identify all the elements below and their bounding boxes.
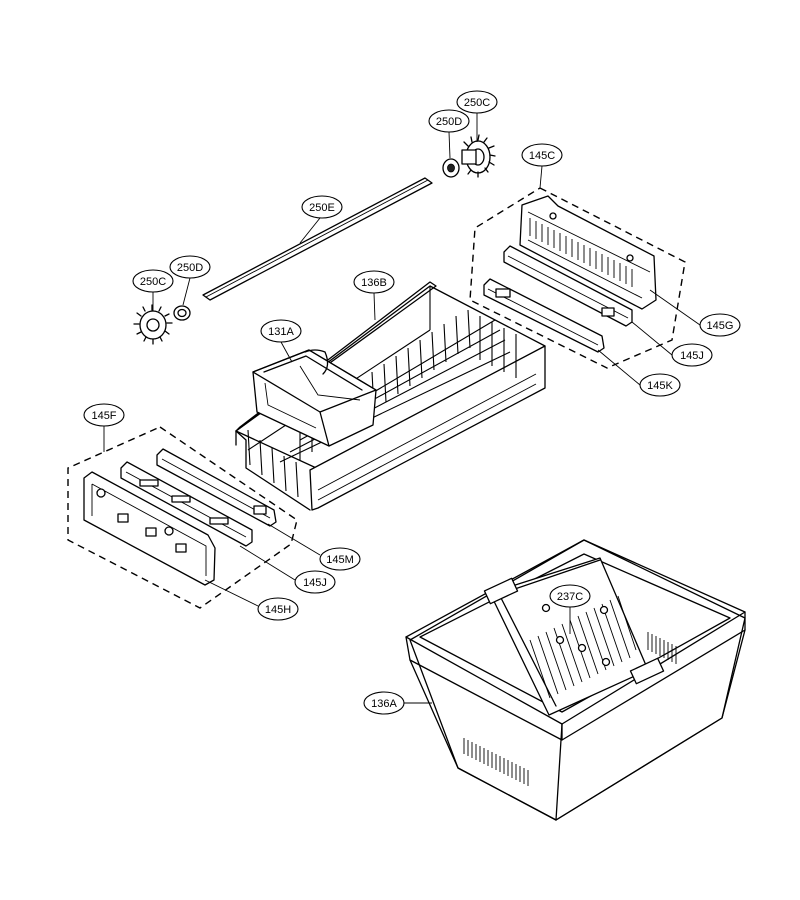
callout-label: 145J xyxy=(303,577,327,589)
callout-250c-left: 250C xyxy=(132,269,174,293)
callout-label: 145M xyxy=(326,554,354,566)
callout-label: 250E xyxy=(309,202,335,214)
part-large-bin xyxy=(405,539,746,821)
callout-label: 250D xyxy=(436,116,462,128)
callout-250c-top: 250C xyxy=(456,90,498,114)
callout-250e: 250E xyxy=(301,195,343,219)
callout-250d-left: 250D xyxy=(169,255,211,279)
callout-145f: 145F xyxy=(83,403,125,427)
assembly-145f xyxy=(67,426,298,609)
callout-136a: 136A xyxy=(363,691,405,715)
callout-label: 250D xyxy=(177,262,203,274)
callout-136b: 136B xyxy=(353,270,395,294)
callout-label: 250C xyxy=(464,97,490,109)
callout-label: 145F xyxy=(91,410,116,422)
callout-label: 136B xyxy=(361,277,387,289)
callout-label: 145K xyxy=(647,380,673,392)
leader-lines xyxy=(103,113,701,704)
part-small-bin xyxy=(252,349,377,447)
callout-250d-top: 250D xyxy=(428,109,470,133)
part-bushing-left xyxy=(173,305,191,321)
callout-145j-right: 145J xyxy=(671,343,713,367)
callout-label: 145J xyxy=(680,350,704,362)
part-wire-basket xyxy=(235,281,546,511)
part-rod xyxy=(202,177,433,301)
teeth-145g xyxy=(529,218,633,287)
callout-131a: 131A xyxy=(260,319,302,343)
part-bushing-top xyxy=(442,158,460,178)
vents-back xyxy=(647,632,677,664)
callout-label: 237C xyxy=(557,591,583,603)
assembly-145c xyxy=(469,187,686,369)
callout-label: 136A xyxy=(371,698,397,710)
vents-front xyxy=(463,738,529,786)
callout-label: 131A xyxy=(268,326,294,338)
callout-145k: 145K xyxy=(639,373,681,397)
callout-label: 145G xyxy=(707,320,734,332)
callout-145g: 145G xyxy=(699,313,741,337)
callout-145c: 145C xyxy=(521,143,563,167)
part-gear-top xyxy=(461,134,496,178)
callout-label: 145C xyxy=(529,150,555,162)
callouts: 250C 250D 145C 250E 250D 250C 136B 131A xyxy=(83,90,741,715)
callout-label: 250C xyxy=(140,276,166,288)
callout-145h: 145H xyxy=(257,597,299,621)
callout-145j-left: 145J xyxy=(294,570,336,594)
callout-label: 145H xyxy=(265,604,291,616)
callout-145m: 145M xyxy=(319,547,361,571)
callout-237c: 237C xyxy=(549,584,591,608)
